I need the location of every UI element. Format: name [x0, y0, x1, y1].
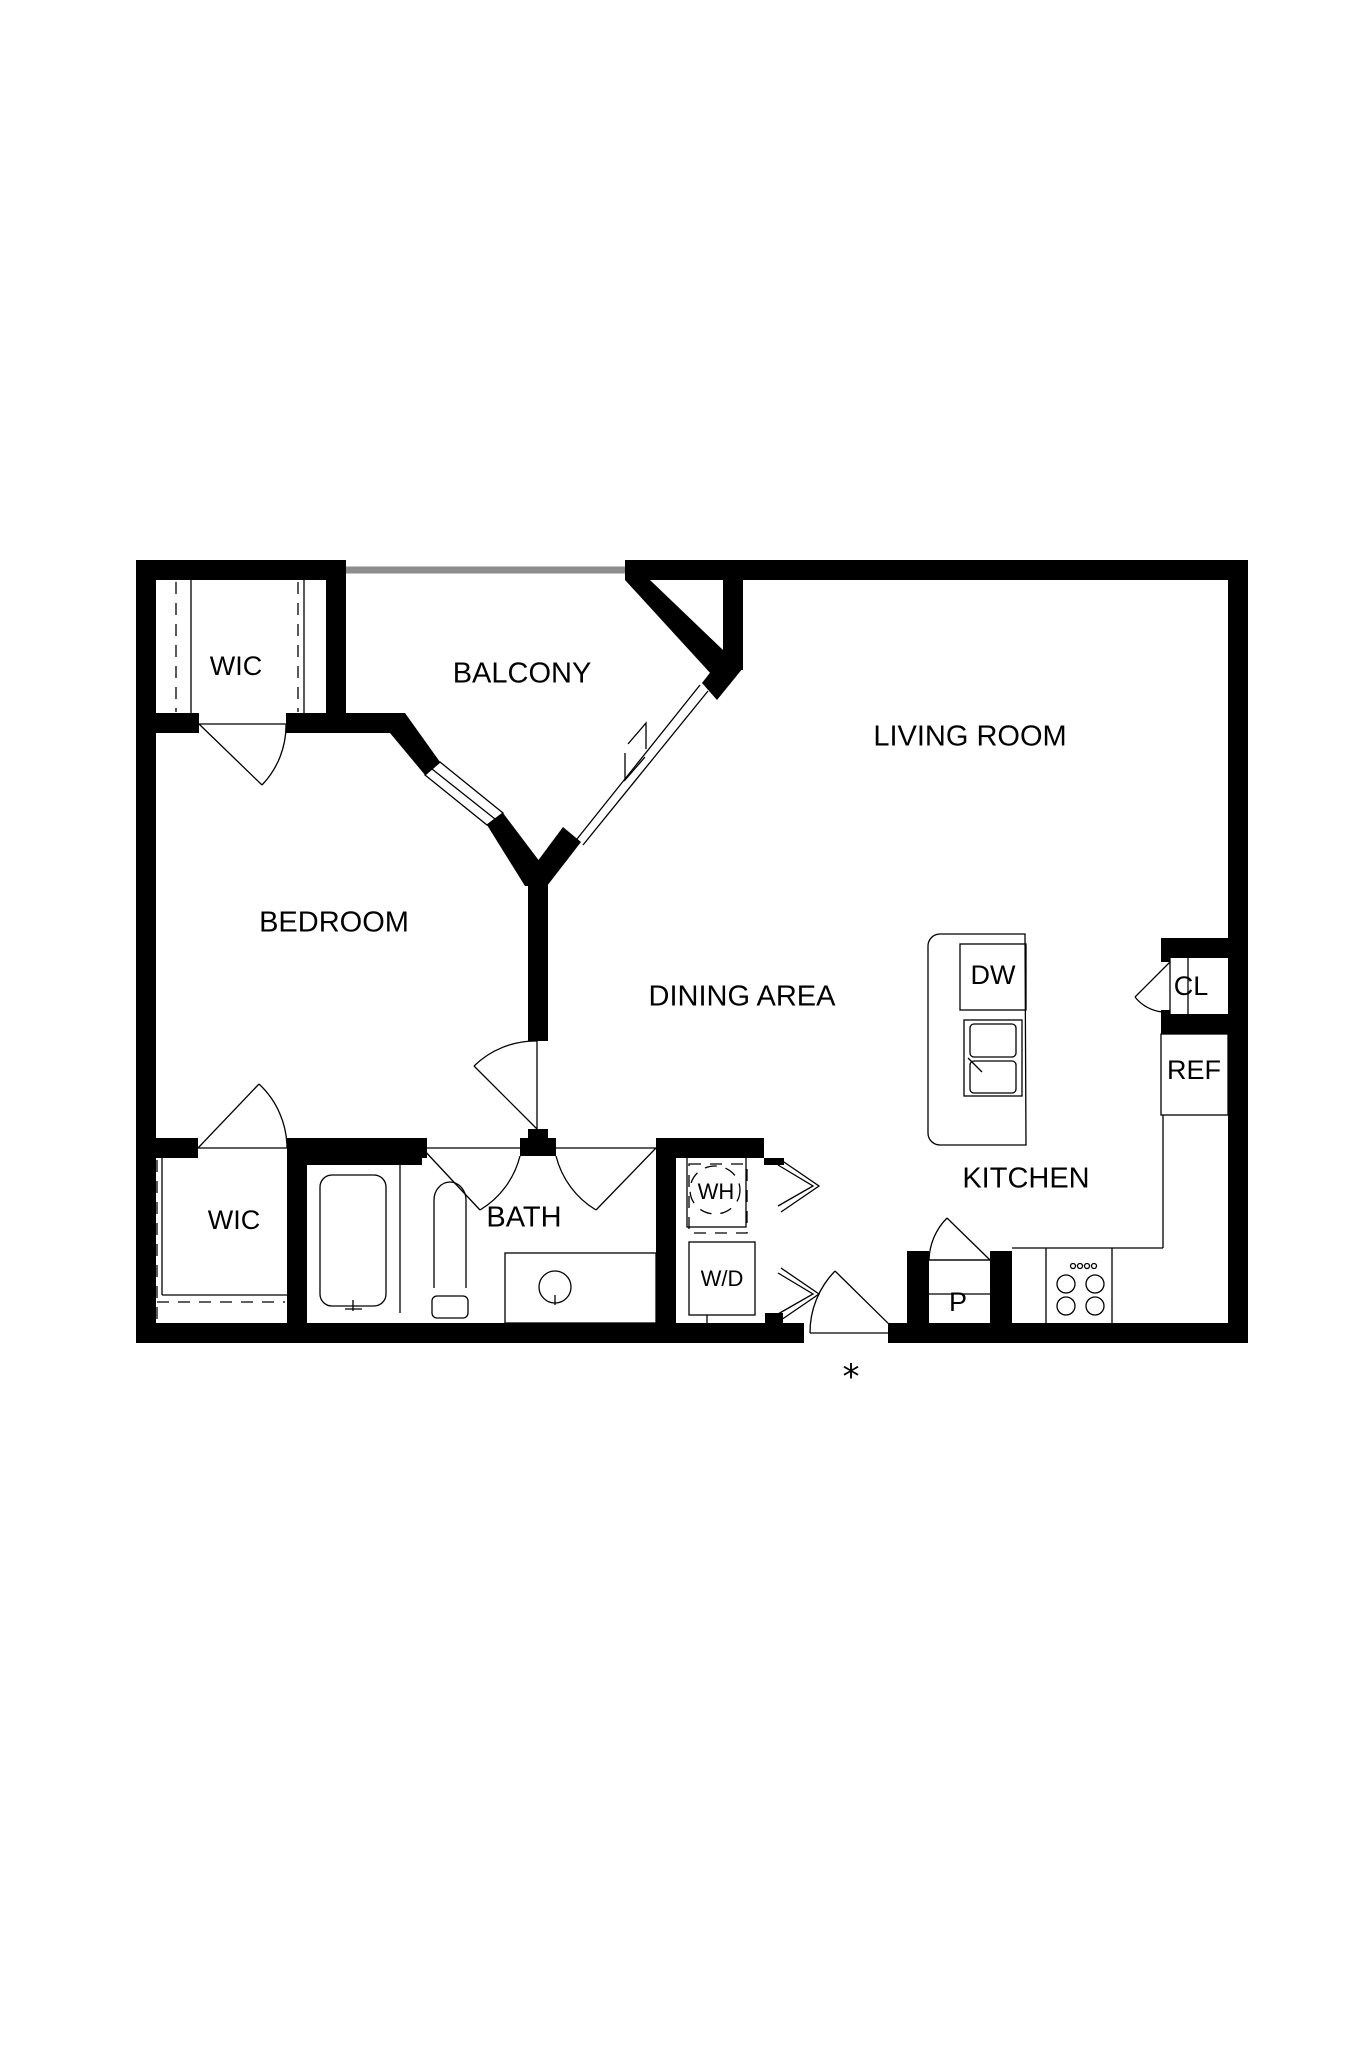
label-wic-top: WIC	[210, 651, 262, 681]
bath	[319, 1147, 657, 1324]
balcony-walls	[346, 560, 743, 1041]
laundry	[686, 1156, 899, 1334]
lower-walls	[136, 1129, 1012, 1323]
label-wic-bottom: WIC	[208, 1205, 260, 1235]
label-pantry: P	[949, 1287, 967, 1317]
wic-bottom	[156, 1083, 288, 1322]
wic-top	[136, 560, 346, 786]
label-water-heater: WH	[698, 1179, 735, 1204]
label-refrigerator: REF	[1167, 1055, 1221, 1085]
label-bedroom: BEDROOM	[259, 907, 409, 939]
bedroom-door	[473, 1040, 538, 1130]
entry-marker: *	[843, 1357, 860, 1397]
label-dishwasher: DW	[971, 960, 1016, 990]
label-balcony: BALCONY	[453, 658, 592, 690]
label-closet: CL	[1174, 971, 1209, 1001]
label-washer-dryer: W/D	[701, 1266, 744, 1291]
kitchen	[927, 933, 1229, 1323]
label-living-room: LIVING ROOM	[873, 721, 1066, 753]
label-dining-area: DINING AREA	[649, 981, 837, 1013]
label-kitchen: KITCHEN	[962, 1163, 1089, 1195]
label-bath: BATH	[486, 1202, 561, 1234]
